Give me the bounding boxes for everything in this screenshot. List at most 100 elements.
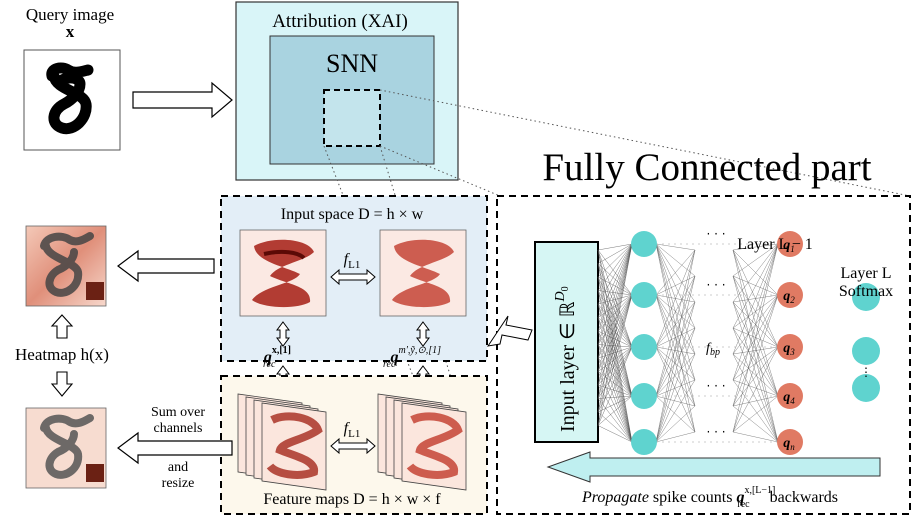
- softmax-label: Softmax: [839, 283, 893, 300]
- connection-line: [655, 346, 696, 381]
- connection-line: [597, 249, 633, 397]
- heatmap-up-arrow: [50, 314, 74, 339]
- connection-line: [597, 371, 633, 397]
- double-arrow-feature: [330, 437, 376, 455]
- connection-line: [597, 276, 633, 296]
- connection-line: [597, 294, 633, 318]
- heatmap-down-arrow: [50, 371, 74, 397]
- connection-line: [655, 327, 696, 443]
- connection-line: [597, 317, 633, 348]
- connection-line: [597, 263, 633, 348]
- double-arrow-input: [330, 268, 376, 286]
- input-layer-box: [534, 241, 599, 443]
- input-heatmap-left: [239, 229, 327, 317]
- connection-line: [655, 301, 696, 397]
- ellipsis-dots: · · ·: [706, 425, 725, 439]
- connection-line: [732, 249, 779, 296]
- softmax-neuron: [852, 337, 880, 365]
- connection-line: [597, 243, 633, 372]
- q-rec-right: qm′,ỹ,⊙,[1]rec: [383, 345, 441, 370]
- connection-line: [597, 243, 633, 345]
- input-layer-label: Input layer ∈ ℝD0: [553, 286, 579, 432]
- connection-line: [732, 379, 779, 443]
- connection-line: [597, 243, 633, 359]
- connection-line: [655, 353, 696, 397]
- sum-line1: Sum over: [151, 405, 205, 420]
- connection-line: [597, 263, 633, 397]
- connection-line: [732, 405, 779, 443]
- connection-line: [732, 243, 779, 381]
- connection-line: [597, 243, 633, 251]
- connection-line: [655, 275, 696, 443]
- connection-line: [597, 303, 633, 397]
- connection-line: [597, 243, 633, 264]
- sum-line4: resize: [162, 476, 195, 491]
- connection-line: [732, 353, 779, 397]
- connection-line: [732, 301, 779, 397]
- fc-box: [496, 195, 911, 515]
- layer-l1-neuron: [777, 383, 803, 409]
- connection-line: [655, 353, 696, 443]
- connection-line: [732, 346, 779, 355]
- connection-line: [732, 243, 779, 251]
- connection-line: [732, 243, 779, 303]
- layer-l-label: Layer L: [840, 265, 891, 282]
- connection-line: [597, 395, 633, 426]
- sum-line2: channels: [154, 421, 203, 436]
- feature-stack-right: [377, 393, 467, 491]
- connection-line: [597, 384, 633, 397]
- connection-line: [655, 249, 696, 296]
- connection-line: [597, 395, 633, 399]
- connection-line: [732, 431, 779, 443]
- connection-line: [597, 411, 633, 443]
- connection-line: [597, 398, 633, 443]
- layer-l1-neuron: [777, 429, 803, 455]
- connection-line: [597, 357, 633, 397]
- connection-line: [597, 303, 633, 348]
- connection-line: [732, 249, 779, 397]
- connection-line: [597, 294, 633, 332]
- connection-line: [655, 275, 696, 296]
- connection-line: [597, 243, 633, 386]
- q-neuron-label: q2: [783, 289, 795, 305]
- attribution-title: Attribution (XAI): [272, 11, 408, 32]
- connection-line: [732, 346, 779, 381]
- connection-line: [655, 327, 696, 397]
- connection-line: [597, 330, 633, 397]
- connection-line: [655, 249, 696, 348]
- snn-label: SNN: [326, 49, 378, 78]
- connection-line: [597, 294, 633, 413]
- hollow-arrow-to-heatmap-bottom: [117, 431, 233, 465]
- connection-line: [732, 353, 779, 443]
- connection-line: [597, 294, 633, 372]
- connection-line: [597, 249, 633, 296]
- connection-line: [597, 294, 633, 305]
- connection-line: [597, 263, 633, 443]
- connection-line: [655, 346, 696, 433]
- connection-line: [655, 346, 696, 355]
- connection-line: [597, 346, 633, 399]
- hidden-neuron: [631, 429, 657, 455]
- connection-line: [597, 317, 633, 397]
- connection-line: [655, 346, 696, 407]
- connection-line: [597, 344, 633, 397]
- q-neuron-label: q1: [783, 238, 795, 254]
- connection-line: [655, 395, 696, 407]
- connection-line: [597, 263, 633, 296]
- connection-line: [732, 275, 779, 397]
- input-heatmap-right: [379, 229, 467, 317]
- query-title: Query image: [26, 5, 114, 24]
- connection-line: [655, 301, 696, 348]
- connection-line: [597, 330, 633, 348]
- connection-line: [655, 379, 696, 397]
- query-var: x: [66, 22, 75, 41]
- connection-line: [732, 327, 779, 443]
- connection-line: [655, 431, 696, 443]
- connection-line: [597, 294, 633, 426]
- connection-line: [655, 301, 696, 443]
- connection-line: [655, 275, 696, 397]
- connection-line: [655, 243, 696, 277]
- connection-line: [597, 249, 633, 348]
- feature-maps-title: Feature maps D = h × w × f: [263, 491, 441, 508]
- fc-title: Fully Connected part: [542, 146, 871, 189]
